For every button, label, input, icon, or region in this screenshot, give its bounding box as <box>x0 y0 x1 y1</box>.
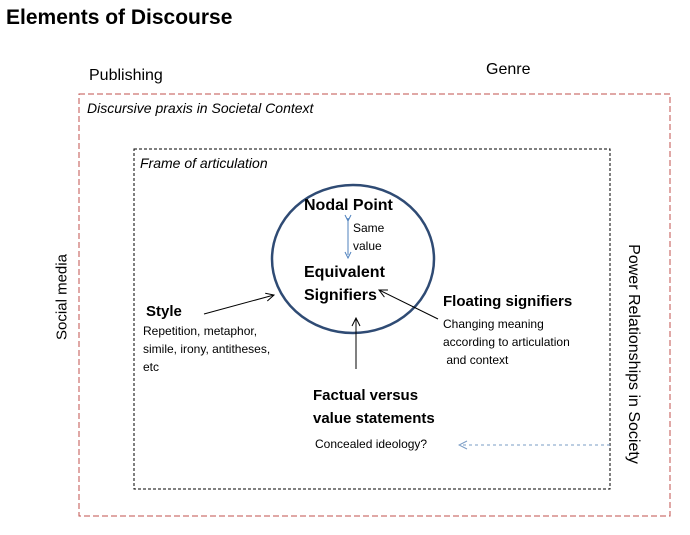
nodal-point-label: Nodal Point <box>304 197 393 214</box>
floating-line: Changing meaning <box>443 317 544 331</box>
core-circle <box>270 183 436 335</box>
equivalent-signifiers-label: Equivalent Signifiers <box>304 261 414 307</box>
power-relationships-label: Power Relationships in Society <box>625 244 642 464</box>
floating-arrow <box>379 290 439 320</box>
style-line: etc <box>143 360 160 374</box>
social-media-label: Social media <box>53 254 71 340</box>
same-value-line: Same <box>353 221 385 235</box>
factual-line: Factual versus <box>313 387 419 404</box>
style-description: Repetition, metaphor, simile, irony, ant… <box>143 322 270 376</box>
inner-frame-label: Frame of articulation <box>140 155 268 171</box>
factual-value-title: Factual versus value statements <box>313 384 435 430</box>
floating-signifiers-title: Floating signifiers <box>443 293 573 310</box>
style-title: Style <box>146 303 182 320</box>
equivalent-line: Equivalent <box>304 264 385 281</box>
page-title: Elements of Discourse <box>6 6 233 29</box>
style-line: Repetition, metaphor, <box>143 324 258 338</box>
floating-line: according to articulation <box>443 335 570 349</box>
same-value-line: value <box>353 239 382 253</box>
style-arrow <box>203 295 274 315</box>
genre-label: Genre <box>486 61 531 78</box>
outer-frame-border <box>78 93 671 517</box>
style-line: simile, irony, antitheses, <box>143 342 271 356</box>
inner-frame-border <box>133 148 611 490</box>
factual-line: value statements <box>313 410 435 427</box>
publishing-label: Publishing <box>89 67 163 84</box>
outer-frame-label: Discursive praxis in Societal Context <box>87 100 314 116</box>
floating-signifiers-description: Changing meaning according to articulati… <box>443 315 570 369</box>
equivalent-line: Signifiers <box>304 287 377 304</box>
floating-line: and context <box>443 353 509 367</box>
concealed-ideology-label: Concealed ideology? <box>315 437 428 451</box>
same-value-label: Same value <box>353 219 403 255</box>
